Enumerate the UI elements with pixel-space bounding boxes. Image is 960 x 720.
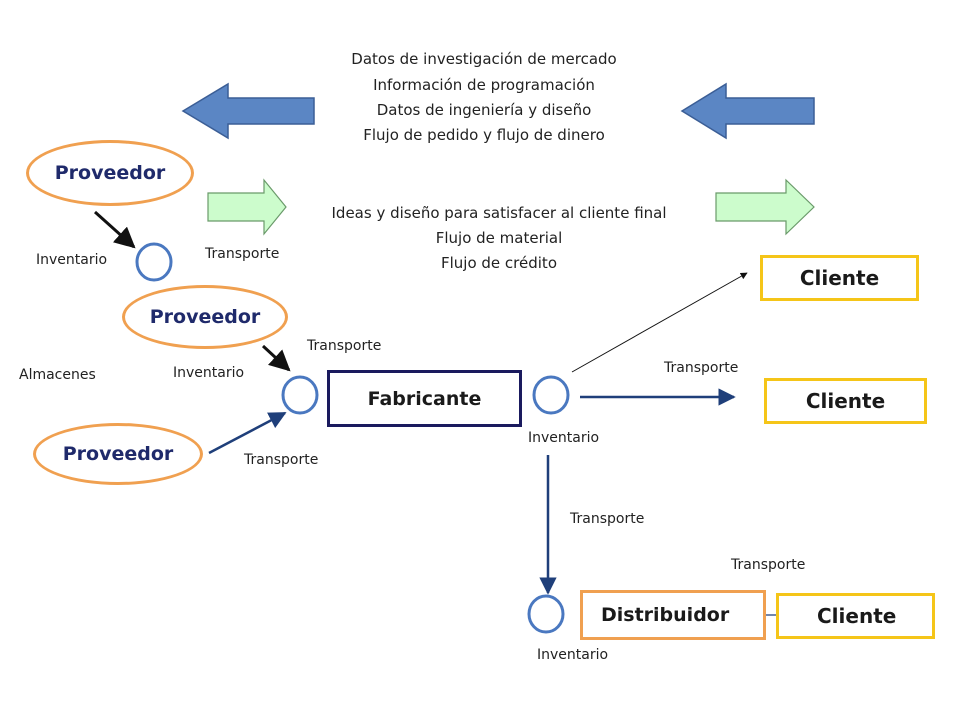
material-line-ideas: Ideas y diseño para satisfacer al client… — [331, 204, 667, 222]
node-cliente-1: Cliente — [760, 255, 919, 301]
material-line-credit: Flujo de crédito — [441, 254, 557, 272]
info-flow-arrow-right — [680, 82, 815, 140]
inventory-circle-distribuidor — [527, 594, 565, 634]
node-proveedor-3: Proveedor — [33, 423, 203, 485]
arrow-proveedor2-to-inventario — [261, 344, 291, 372]
material-line-material: Flujo de material — [435, 229, 563, 247]
label-transporte-1: Transporte — [205, 246, 280, 262]
label-transporte-2: Transporte — [307, 338, 382, 354]
info-line-engineering: Datos de ingeniería y diseño — [376, 101, 592, 119]
label-inventario-fabricante-in: Inventario — [173, 365, 245, 381]
node-proveedor-2: Proveedor — [122, 285, 288, 349]
label-inventario-fabricante-out: Inventario — [528, 430, 600, 446]
info-line-scheduling: Información de programación — [373, 76, 595, 94]
info-flow-arrow-left — [181, 82, 315, 140]
inventory-circle-fabricante-in — [281, 375, 319, 415]
material-flow-arrow-right — [715, 178, 815, 236]
node-cliente-3: Cliente — [776, 593, 935, 639]
label-transporte-3: Transporte — [244, 452, 319, 468]
inventory-circle-proveedor — [135, 242, 173, 282]
node-distribuidor: Distribuidor — [580, 590, 766, 640]
label-inventario-distribuidor: Inventario — [537, 647, 609, 663]
label-almacenes: Almacenes — [19, 367, 96, 383]
label-transporte-4: Transporte — [664, 360, 739, 376]
inventory-circle-fabricante-out — [532, 375, 570, 415]
node-proveedor-1: Proveedor — [26, 140, 194, 206]
material-flow-arrow-left — [207, 178, 287, 236]
node-fabricante: Fabricante — [327, 370, 522, 427]
arrow-proveedor1-to-inventario — [93, 210, 136, 249]
label-transporte-6: Transporte — [731, 557, 806, 573]
label-transporte-5: Transporte — [570, 511, 645, 527]
arrow-proveedor3-to-inventario — [208, 411, 287, 455]
node-cliente-2: Cliente — [764, 378, 927, 424]
info-line-order-flow: Flujo de pedido y flujo de dinero — [363, 126, 605, 144]
arrow-fabricante-to-cliente1 — [571, 272, 748, 373]
label-inventario-proveedor: Inventario — [36, 252, 108, 268]
info-line-market-research: Datos de investigación de mercado — [351, 50, 617, 68]
